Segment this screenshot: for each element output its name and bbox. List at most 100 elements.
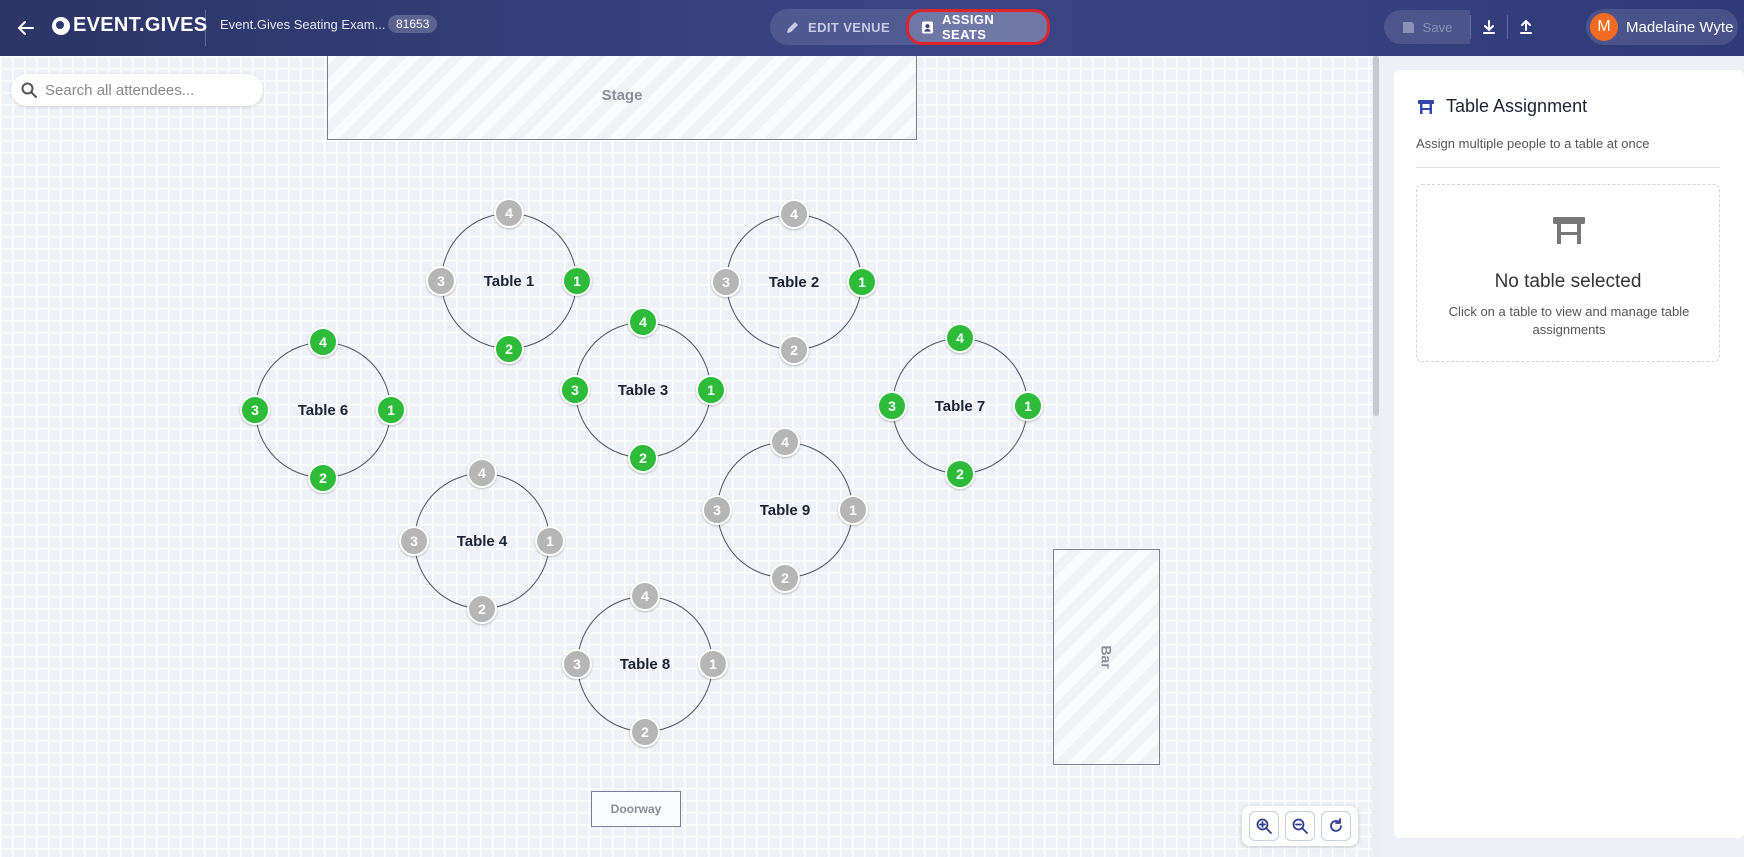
search-input[interactable] — [45, 81, 245, 99]
pencil-icon — [787, 22, 798, 33]
seat[interactable]: 3 — [560, 375, 590, 405]
table-label: Table 9 — [759, 501, 811, 519]
seat[interactable]: 3 — [711, 267, 741, 297]
seat[interactable]: 1 — [376, 395, 406, 425]
seat[interactable]: 2 — [494, 334, 524, 364]
panel-subtitle: Assign multiple people to a table at onc… — [1416, 136, 1650, 151]
seat[interactable]: 2 — [779, 335, 809, 365]
upload-icon — [1520, 20, 1532, 34]
table-chair-icon — [1418, 99, 1434, 114]
back-button[interactable] — [10, 12, 42, 44]
event-id-badge: 81653 — [388, 15, 438, 33]
user-name: Madelaine Wyte — [1626, 18, 1734, 36]
seat[interactable]: 4 — [308, 327, 338, 357]
seat[interactable]: 1 — [696, 375, 726, 405]
seat[interactable]: 3 — [702, 495, 732, 525]
table-3[interactable]: Table 3 1 2 3 4 — [560, 307, 726, 473]
seat[interactable]: 3 — [877, 391, 907, 421]
download-icon — [1483, 20, 1495, 34]
reset-view-button[interactable] — [1321, 811, 1351, 841]
user-menu[interactable]: M Madelaine Wyte — [1586, 9, 1738, 45]
save-label: Save — [1422, 19, 1453, 35]
empty-state: No table selected Click on a table to vi… — [1416, 184, 1720, 362]
top-bar: EVENT.GIVES Event.Gives Seating Exam... … — [0, 0, 1744, 56]
seat[interactable]: 1 — [562, 266, 592, 296]
seat[interactable]: 3 — [399, 526, 429, 556]
seat[interactable]: 2 — [628, 443, 658, 473]
table-label: Table 8 — [619, 655, 671, 673]
app-logo[interactable]: EVENT.GIVES — [52, 14, 207, 37]
upload-button[interactable] — [1508, 10, 1544, 44]
seat[interactable]: 2 — [945, 459, 975, 489]
zoom-in-button[interactable] — [1249, 811, 1279, 841]
seat[interactable]: 4 — [770, 427, 800, 457]
zoom-out-button[interactable] — [1285, 811, 1315, 841]
edit-venue-label: EDIT VENUE — [808, 19, 891, 35]
canvas-scrollbar[interactable] — [1372, 56, 1380, 857]
seat[interactable]: 4 — [494, 198, 524, 228]
reset-icon — [1330, 818, 1342, 832]
assign-seats-label: ASSIGN SEATS — [941, 12, 995, 42]
seat[interactable]: 1 — [838, 495, 868, 525]
seat[interactable]: 4 — [945, 323, 975, 353]
seat[interactable]: 4 — [467, 458, 497, 488]
assign-seats-button[interactable]: ASSIGN SEATS — [906, 9, 1050, 45]
action-divider — [1470, 15, 1471, 39]
doorway-area[interactable]: Doorway — [591, 791, 681, 827]
table-label: Table 7 — [934, 397, 986, 415]
table-4[interactable]: Table 4 1 2 3 4 — [399, 458, 565, 624]
seat[interactable]: 3 — [562, 649, 592, 679]
empty-state-description: Click on a table to view and manage tabl… — [1448, 304, 1690, 337]
contact-icon — [921, 20, 934, 34]
table-6[interactable]: Table 6 1 2 3 4 — [240, 327, 406, 493]
attendee-search — [11, 74, 263, 106]
save-button[interactable]: Save — [1384, 10, 1470, 44]
bar-label: Bar — [1098, 645, 1115, 669]
logo-mark-icon — [52, 16, 70, 35]
seat[interactable]: 4 — [628, 307, 658, 337]
stage-area[interactable]: Stage — [327, 56, 917, 140]
seat[interactable]: 1 — [698, 649, 728, 679]
panel-title: Table Assignment — [1446, 96, 1588, 116]
search-icon — [21, 82, 37, 98]
empty-state-title: No table selected — [1494, 271, 1642, 292]
zoom-controls — [1242, 806, 1358, 846]
scroll-thumb[interactable] — [1373, 56, 1379, 416]
table-7[interactable]: Table 7 1 2 3 4 — [877, 323, 1043, 489]
floppy-disk-icon — [1402, 21, 1414, 33]
table-1[interactable]: Table 1 1 2 3 4 — [426, 198, 592, 364]
seat[interactable]: 3 — [426, 266, 456, 296]
bar-area[interactable]: Bar — [1053, 549, 1160, 765]
seat[interactable]: 4 — [630, 581, 660, 611]
seat[interactable]: 1 — [535, 526, 565, 556]
table-8[interactable]: Table 8 1 2 3 4 — [562, 581, 728, 747]
venue-canvas[interactable]: Stage Table 1 1 2 3 4 Table 2 1 2 3 4 Ta… — [0, 56, 1372, 857]
arrow-left-icon — [18, 21, 34, 35]
edit-venue-button[interactable]: EDIT VENUE — [774, 11, 902, 43]
doorway-label: Doorway — [610, 802, 662, 816]
seat[interactable]: 4 — [779, 199, 809, 229]
panel-divider — [1416, 167, 1720, 168]
seat[interactable]: 3 — [240, 395, 270, 425]
avatar: M — [1590, 13, 1618, 41]
action-divider — [1507, 15, 1508, 39]
table-label: Table 6 — [297, 401, 349, 419]
seat[interactable]: 2 — [770, 563, 800, 593]
download-button[interactable] — [1471, 10, 1507, 44]
table-label: Table 2 — [768, 273, 820, 291]
table-assignment-panel: Table Assignment Assign multiple people … — [1394, 70, 1744, 838]
zoom-in-icon — [1256, 818, 1272, 834]
seat[interactable]: 2 — [308, 463, 338, 493]
stage-label: Stage — [601, 86, 643, 104]
file-actions: Save — [1384, 10, 1544, 44]
seat[interactable]: 1 — [847, 267, 877, 297]
seat[interactable]: 2 — [630, 717, 660, 747]
seat[interactable]: 1 — [1013, 391, 1043, 421]
header-divider — [205, 10, 206, 46]
table-label: Table 4 — [456, 532, 508, 550]
table-label: Table 3 — [617, 381, 669, 399]
table-9[interactable]: Table 9 1 2 3 4 — [702, 427, 868, 593]
panel-header: Table Assignment — [1416, 96, 1587, 117]
seat[interactable]: 2 — [467, 594, 497, 624]
table-2[interactable]: Table 2 1 2 3 4 — [711, 199, 877, 365]
